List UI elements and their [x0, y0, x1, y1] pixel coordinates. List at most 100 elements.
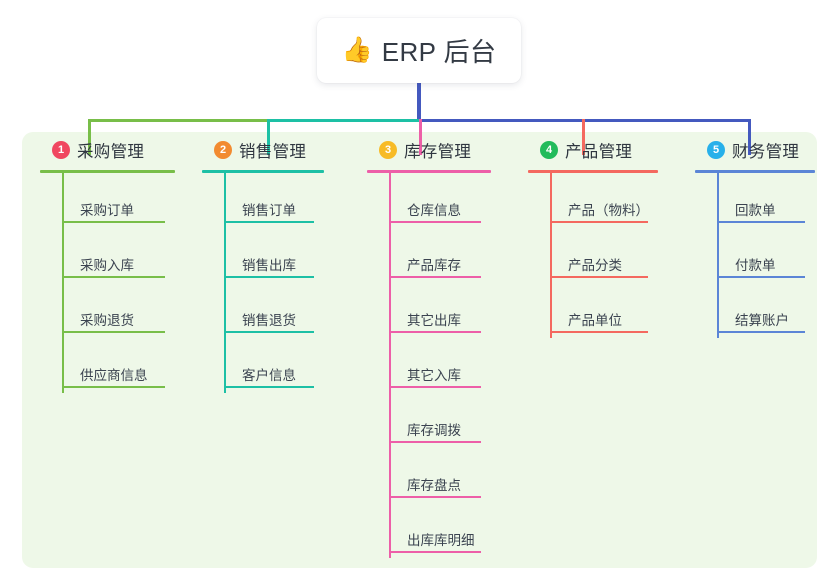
- branch-item-list: 销售订单销售出库销售退货客户信息: [224, 173, 324, 393]
- branch-title: 采购管理: [77, 143, 145, 161]
- branch-item[interactable]: 其它出库: [389, 283, 491, 338]
- branch-spine: [62, 173, 64, 393]
- branch-item[interactable]: 产品单位: [550, 283, 658, 338]
- branch-item-underline: [224, 331, 314, 333]
- branch-column-5: 5 财务管理回款单付款单结算账户: [695, 132, 815, 338]
- branch-item-label: 结算账户: [735, 313, 789, 328]
- branch-header-5[interactable]: 5 财务管理: [695, 132, 815, 168]
- branch-item-underline: [550, 331, 648, 333]
- branch-column-4: 4 产品管理产品（物料） 产品分类产品单位: [528, 132, 658, 338]
- branch-spine: [389, 173, 391, 558]
- branch-item-label: 采购入库: [80, 258, 134, 273]
- branch-item-label: 采购订单: [80, 203, 134, 218]
- branch-item-underline: [389, 496, 481, 498]
- branch-item-underline: [389, 276, 481, 278]
- branch-item-list: 采购订单采购入库采购退货供应商信息: [62, 173, 175, 393]
- branch-item[interactable]: 采购入库: [62, 228, 175, 283]
- branch-item-list: 回款单付款单结算账户: [717, 173, 815, 338]
- branch-item-underline: [389, 551, 481, 553]
- branch-spine: [550, 173, 552, 338]
- branch-badge-5: 5: [707, 141, 725, 159]
- branch-title: 产品管理: [565, 143, 633, 161]
- branch-header-4[interactable]: 4 产品管理: [528, 132, 658, 168]
- branch-item-underline: [224, 276, 314, 278]
- connector-drop-purchase: [88, 119, 91, 155]
- branch-item[interactable]: 出库库明细: [389, 503, 491, 558]
- branch-item-underline: [550, 221, 648, 223]
- branch-item-label: 其它出库: [407, 313, 461, 328]
- branch-item-label: 仓库信息: [407, 203, 461, 218]
- branch-item-label: 供应商信息: [80, 368, 148, 383]
- branch-item-label: 回款单: [735, 203, 776, 218]
- diagram-panel: [22, 132, 817, 568]
- branch-item[interactable]: 回款单: [717, 173, 815, 228]
- connector-segment-teal: [267, 119, 419, 122]
- branch-item[interactable]: 库存调拨: [389, 393, 491, 448]
- connector-trunk: [417, 83, 421, 122]
- connector-drop-product: [582, 119, 585, 155]
- branch-item-label: 库存调拨: [407, 423, 461, 438]
- branch-item-underline: [62, 276, 165, 278]
- branch-item-underline: [389, 331, 481, 333]
- branch-item-label: 库存盘点: [407, 478, 461, 493]
- branch-item-label: 销售退货: [242, 313, 296, 328]
- branch-item[interactable]: 销售退货: [224, 283, 324, 338]
- branch-item-label: 产品（物料）: [568, 203, 649, 218]
- branch-item[interactable]: 产品分类: [550, 228, 658, 283]
- branch-underline: [40, 170, 175, 173]
- branch-item[interactable]: 结算账户: [717, 283, 815, 338]
- branch-spine: [224, 173, 226, 393]
- branch-underline: [202, 170, 324, 173]
- branch-underline: [367, 170, 491, 173]
- branch-item[interactable]: 采购订单: [62, 173, 175, 228]
- branch-item-underline: [224, 386, 314, 388]
- branch-title: 财务管理: [732, 143, 800, 161]
- branch-item-underline: [389, 386, 481, 388]
- branch-item-label: 产品库存: [407, 258, 461, 273]
- branch-header-2[interactable]: 2 销售管理: [202, 132, 324, 168]
- branch-item[interactable]: 库存盘点: [389, 448, 491, 503]
- thumbs-up-icon: 👍: [341, 36, 373, 64]
- branch-item-label: 付款单: [735, 258, 776, 273]
- branch-item[interactable]: 付款单: [717, 228, 815, 283]
- branch-badge-2: 2: [214, 141, 232, 159]
- branch-title: 销售管理: [239, 143, 307, 161]
- branch-item-underline: [389, 441, 481, 443]
- branch-title: 库存管理: [404, 143, 472, 161]
- branch-item-label: 销售出库: [242, 258, 296, 273]
- branch-item[interactable]: 供应商信息: [62, 338, 175, 393]
- root-node[interactable]: 👍 ERP 后台: [317, 18, 521, 83]
- branch-item-underline: [717, 331, 805, 333]
- connector-drop-inventory: [419, 119, 422, 155]
- branch-item[interactable]: 其它入库: [389, 338, 491, 393]
- branch-item-label: 产品单位: [568, 313, 622, 328]
- branch-item-underline: [389, 221, 481, 223]
- branch-item[interactable]: 销售订单: [224, 173, 324, 228]
- branch-item-underline: [717, 221, 805, 223]
- branch-item[interactable]: 产品库存: [389, 228, 491, 283]
- branch-item-list: 仓库信息产品库存其它出库其它入库库存调拨库存盘点出库库明细: [389, 173, 491, 558]
- branch-badge-4: 4: [540, 141, 558, 159]
- branch-item[interactable]: 客户信息: [224, 338, 324, 393]
- branch-item-list: 产品（物料） 产品分类产品单位: [550, 173, 658, 338]
- root-node-label: ERP 后台: [381, 37, 497, 67]
- branch-item[interactable]: 采购退货: [62, 283, 175, 338]
- branch-spine: [717, 173, 719, 338]
- branch-item[interactable]: 产品（物料）: [550, 173, 658, 228]
- branch-item-underline: [62, 331, 165, 333]
- branch-item-label: 客户信息: [242, 368, 296, 383]
- branch-item[interactable]: 销售出库: [224, 228, 324, 283]
- branch-underline: [695, 170, 815, 173]
- branch-item-underline: [62, 221, 165, 223]
- branch-item-underline: [717, 276, 805, 278]
- branch-item-underline: [224, 221, 314, 223]
- branch-item[interactable]: 仓库信息: [389, 173, 491, 228]
- connector-drop-sales: [267, 119, 270, 155]
- branch-underline: [528, 170, 658, 173]
- branch-item-underline: [550, 276, 648, 278]
